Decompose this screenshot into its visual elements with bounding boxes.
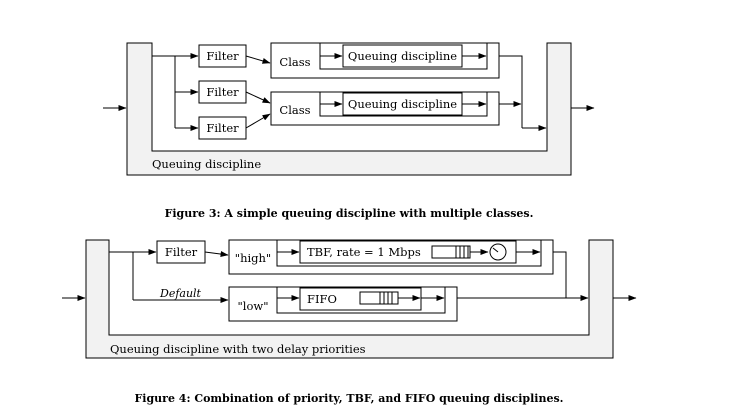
queue-icon: [359, 291, 399, 305]
fig3-class-2: [270, 91, 500, 126]
fig3-outer-label: Queuing discipline: [152, 157, 261, 171]
fig4-outer-label: Queuing discipline with two delay priori…: [110, 342, 366, 356]
fig4-outer-qdisc: [85, 239, 614, 359]
fig3-class-1-qdisc-label: Queuing discipline: [348, 49, 457, 63]
fig4-low-label: "low": [237, 299, 268, 313]
fig3-filter-3-label: Filter: [206, 121, 239, 135]
fig3-outer-qdisc: [126, 42, 572, 176]
fig3-class-2-label: Class: [279, 103, 310, 117]
token-bucket-clock-icon: [489, 243, 507, 261]
fig4-tbf-label: TBF, rate = 1 Mbps: [307, 245, 421, 259]
fig4-filter-label: Filter: [165, 245, 198, 259]
fig4-caption: Figure 4: Combination of priority, TBF, …: [134, 392, 563, 405]
queue-icon: [431, 245, 471, 259]
fig4-high-label: "high": [235, 251, 271, 265]
fig3-filter-3: [198, 116, 247, 140]
fig4-default-label: Default: [159, 287, 202, 300]
figure-4: Queuing discipline with two delay priori…: [62, 239, 637, 405]
fig3-caption: Figure 3: A simple queuing discipline wi…: [165, 207, 534, 220]
fig3-class-2-qdisc-label: Queuing discipline: [348, 97, 457, 111]
fig4-fifo-label: FIFO: [307, 292, 337, 306]
fig3-filter-2-label: Filter: [206, 85, 239, 99]
figure-3: Queuing discipline Filter Filter Filter …: [103, 42, 595, 220]
fig3-filter-1-label: Filter: [206, 49, 239, 63]
fig3-class-1-label: Class: [279, 55, 310, 69]
